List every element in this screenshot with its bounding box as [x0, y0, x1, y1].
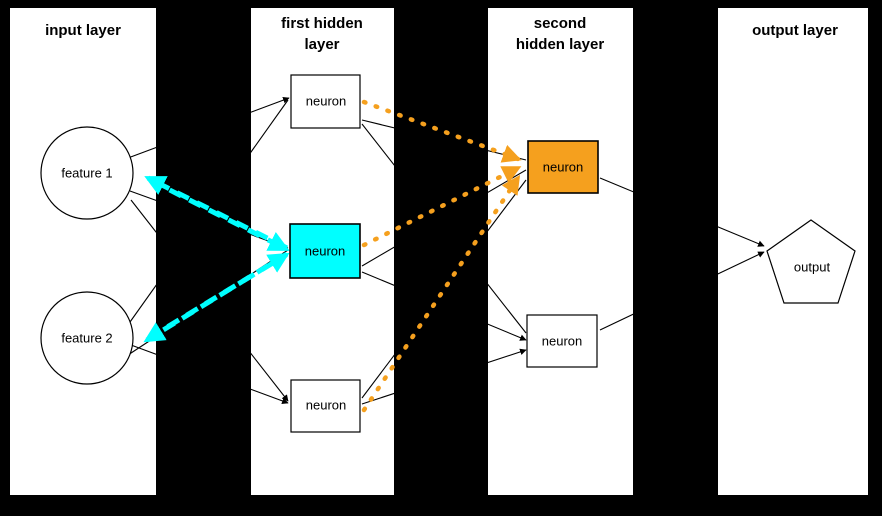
panel-second-hidden-layer[interactable]	[488, 8, 633, 495]
node-label-feature-1: feature 1	[61, 165, 112, 180]
edge-cyan-arrowhead-into-h1n2-b	[147, 252, 290, 341]
panel-title-first-hidden-layer-line1: first hidden	[281, 15, 363, 32]
edges-hidden1-to-hidden2	[361, 119, 527, 405]
node-feature-1[interactable]	[40, 126, 134, 220]
node-label-h1-neuron-3: neuron	[306, 397, 346, 412]
edge-feature1-to-h1n1	[127, 96, 290, 159]
panel-group	[10, 8, 868, 495]
edge-cyan-arrowhead-into-h1n2-a	[148, 177, 290, 252]
edge-h1n1-to-h2n1	[361, 119, 527, 161]
node-h2-neuron-1-highlighted[interactable]	[527, 140, 599, 194]
edges-hidden2-to-output	[599, 177, 765, 331]
node-h2-neuron-2[interactable]	[526, 314, 598, 368]
second-hidden-layer-nodes: neuron neuron	[526, 140, 599, 368]
first-hidden-layer-nodes: neuron neuron neuron	[289, 74, 361, 433]
node-h1-neuron-1[interactable]	[290, 74, 361, 129]
panel-title-input-layer: input layer	[45, 22, 121, 39]
node-label-h1-neuron-1: neuron	[306, 93, 346, 108]
panel-title-first-hidden-layer-line2: layer	[304, 36, 339, 53]
edge-h1n3-to-h2n2	[361, 348, 527, 405]
edge-feature1-to-h1n2	[129, 190, 289, 249]
node-h1-neuron-3[interactable]	[290, 379, 361, 433]
node-label-feature-2: feature 2	[61, 330, 112, 345]
edge-orange-h1n1-to-h2n1	[361, 99, 522, 163]
panel-input-layer[interactable]	[10, 8, 156, 495]
edge-h1n3-to-h2n1	[361, 179, 527, 399]
panel-titles: input layer first hidden layer second hi…	[45, 15, 838, 53]
node-h1-neuron-2-highlighted[interactable]	[289, 223, 361, 279]
edge-orange-h1n3-to-h2n1	[361, 174, 521, 413]
highlight-edges-orange	[361, 99, 522, 413]
node-label-h1-neuron-2: neuron	[305, 243, 345, 258]
edge-h1n1-to-h2n2	[361, 123, 527, 334]
panel-title-second-hidden-layer-line2: hidden layer	[516, 36, 605, 53]
node-feature-2[interactable]	[40, 291, 134, 385]
node-label-h2-neuron-1: neuron	[543, 159, 583, 174]
node-label-output: output	[794, 259, 831, 274]
edge-feature2-to-h1n3	[130, 344, 289, 405]
panel-title-output-layer: output layer	[752, 22, 838, 39]
edge-h2n2-to-output	[599, 251, 765, 331]
output-layer-nodes: output	[766, 219, 856, 304]
panel-title-second-hidden-layer-line1: second	[534, 15, 587, 32]
edge-orange-h1n2-to-h2n1	[361, 165, 522, 248]
edge-h2n1-to-output	[599, 177, 765, 247]
node-output-pentagon[interactable]	[766, 219, 856, 304]
highlight-edges-cyan	[143, 175, 290, 343]
node-label-h2-neuron-2: neuron	[542, 333, 582, 348]
input-layer-nodes: feature 1 feature 2	[40, 126, 134, 385]
edge-h1n2-to-h2n2	[361, 271, 527, 341]
edge-h1n2-to-h2n1	[361, 169, 527, 267]
